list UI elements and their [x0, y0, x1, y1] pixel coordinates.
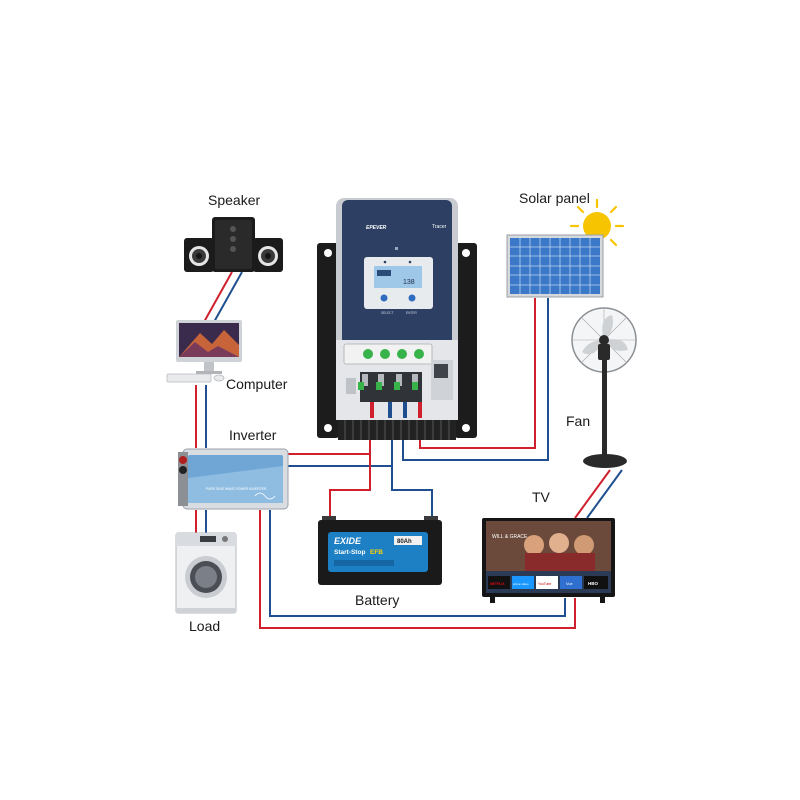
inverter-caption: PURE SINE WAVE POWER INVERTER: [206, 487, 267, 491]
controller-model: Tracer: [432, 224, 447, 230]
wire-negative-controller-battery: [391, 466, 433, 518]
label-inverter: Inverter: [229, 427, 277, 443]
wire-negative-solar-controller: [402, 298, 549, 461]
washing-machine-icon: [175, 532, 237, 614]
battery-icon: EXIDE Start-Stop EFB 80Ah: [318, 516, 442, 585]
controller-select-label: SELECT: [381, 311, 393, 315]
battery-capacity: 80Ah: [397, 539, 412, 545]
speaker-icon: [184, 217, 283, 272]
tv-app-vue: Vue: [566, 582, 573, 586]
label-load: Load: [189, 618, 221, 634]
solar-panel-icon: [506, 234, 604, 298]
label-fan: Fan: [566, 413, 591, 429]
wire-negative-inverter-tv: [269, 510, 566, 617]
label-speaker: Speaker: [208, 192, 261, 208]
inverter-icon: PURE SINE WAVE POWER INVERTER: [178, 448, 289, 510]
wire-negative-speaker-computer: [213, 271, 243, 323]
wire-positive-speaker-computer: [203, 271, 233, 323]
computer-icon: [166, 320, 242, 383]
wires: [195, 271, 623, 629]
controller-enter-label: ENTER: [406, 311, 418, 315]
label-computer: Computer: [226, 376, 288, 392]
fan-icon: [571, 307, 637, 468]
wire-negative-fan-tv: [586, 469, 623, 519]
tv-app-netflix: NETFLIX: [490, 582, 505, 586]
wire-positive-inverter-tv: [259, 510, 576, 629]
tv-app-hbo: HBO: [588, 581, 598, 586]
battery-brand: EXIDE: [334, 536, 362, 546]
controller-brand: EPEVER: [366, 225, 387, 231]
tv-app-prime: prime video: [513, 582, 529, 586]
controller-display-value: 138: [403, 279, 415, 286]
wire-positive-fan-tv: [574, 469, 611, 519]
tv-app-row: NETFLIX prime video YouTube Vue HBO: [488, 576, 608, 589]
label-battery: Battery: [355, 592, 400, 608]
battery-variant: EFB: [370, 549, 383, 556]
label-tv: TV: [532, 489, 550, 505]
tv-show-title: WILL & GRACE: [492, 534, 528, 540]
wire-positive-controller-battery: [329, 454, 371, 518]
tv-app-youtube: YouTube: [538, 582, 551, 586]
charge-controller-icon: EPEVER Tracer 138 SELECT ENTER: [317, 198, 477, 440]
battery-type: Start-Stop: [334, 549, 365, 556]
label-solar-panel: Solar panel: [519, 190, 590, 206]
tv-icon: WILL & GRACE NETFLIX prime video YouTube…: [482, 518, 615, 603]
